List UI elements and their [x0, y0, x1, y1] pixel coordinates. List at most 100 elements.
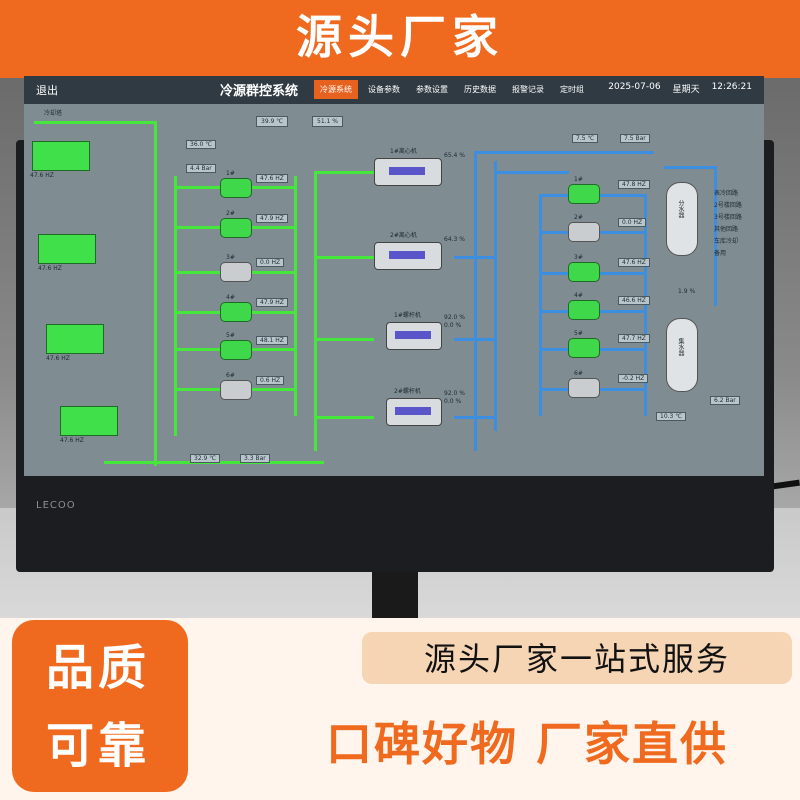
cooling-tower — [32, 141, 90, 171]
distributor-tank-label: 分水器 — [677, 200, 684, 218]
tab-history[interactable]: 历史数据 — [464, 85, 496, 94]
cooling-pump-4[interactable] — [220, 302, 252, 322]
cooling-pipe — [314, 256, 374, 259]
service-text: 源头厂家一站式服务 — [423, 640, 730, 678]
chiller-load-2: 0.0 % — [444, 398, 462, 405]
monitor-brand: LECOO — [36, 500, 76, 511]
centrifugal-chiller-2[interactable] — [374, 242, 442, 270]
chiller-coil — [395, 407, 431, 415]
pump-hz: 0.0 HZ — [256, 258, 285, 267]
collector-tank — [666, 318, 698, 392]
pump-name: 2# — [226, 210, 235, 217]
chilled-pipe — [539, 196, 542, 416]
system-title: 冷源群控系统 — [220, 84, 299, 99]
chilled-pump-3[interactable] — [568, 262, 600, 282]
cooling-pump-5[interactable] — [220, 340, 252, 360]
cooling-pipe — [314, 171, 374, 174]
chilled-pipe — [474, 151, 654, 154]
cooling-tower-label: 冷却塔 — [44, 110, 63, 117]
pump-name: 6# — [574, 370, 583, 377]
pump-name: 4# — [574, 292, 583, 299]
pump-hz: -0.2 HZ — [618, 374, 649, 383]
pump-name: 3# — [226, 254, 235, 261]
chilled-pump-4[interactable] — [568, 300, 600, 320]
chiller-name: 1#螺杆机 — [394, 312, 421, 319]
chilled-pipe — [494, 171, 569, 174]
tower-hz: 47.6 HZ — [60, 437, 84, 444]
chilled-pump-6[interactable] — [568, 378, 600, 398]
chiller-name: 1#离心机 — [390, 148, 417, 155]
hmi-tabs: 冷源系统 设备参数 参数设置 历史数据 报警记录 定时组 — [314, 80, 590, 99]
cooling-pump-6[interactable] — [220, 380, 252, 400]
chilled-pipe — [454, 256, 494, 259]
chilled-pipe — [474, 151, 477, 451]
pump-hz: 47.8 HZ — [618, 180, 650, 189]
bottom-right-pressure: 6.2 Bar — [710, 396, 740, 405]
chilled-pump-5[interactable] — [568, 338, 600, 358]
date: 2025-07-06 — [608, 82, 661, 92]
slogan: 口碑好物 厂家直供 — [325, 717, 728, 771]
pump-name: 2# — [574, 214, 583, 221]
hmi-topbar: 退出 冷源群控系统 冷源系统 设备参数 参数设置 历史数据 报警记录 定时组 2… — [24, 76, 764, 104]
chilled-pipe — [454, 416, 494, 419]
tab-cold-source[interactable]: 冷源系统 — [314, 80, 358, 99]
cooling-pipe — [34, 121, 154, 124]
cooling-pump-3[interactable] — [220, 262, 252, 282]
chilled-pipe — [454, 338, 494, 341]
tab-timer-groups[interactable]: 定时组 — [560, 85, 584, 94]
chilled-pump-2[interactable] — [568, 222, 600, 242]
badge-line-1: 品质 — [45, 640, 150, 696]
datetime: 2025-07-06 星期天 12:26:21 — [608, 82, 752, 95]
chiller-load: 92.0 % — [444, 390, 465, 397]
chilled-pump-1[interactable] — [568, 184, 600, 204]
cooling-pipe — [294, 176, 297, 416]
left-readout-pressure: 4.4 Bar — [186, 164, 216, 173]
loop-label: 2号楼回路 — [714, 202, 742, 209]
pump-name: 6# — [226, 372, 235, 379]
pump-name: 5# — [226, 332, 235, 339]
pump-name: 4# — [226, 294, 235, 301]
quality-badge — [12, 620, 188, 792]
monitor-stand — [372, 572, 418, 618]
chilled-pipe — [494, 161, 497, 431]
pump-hz: 47.9 HZ — [256, 298, 288, 307]
chilled-pipe — [644, 196, 647, 416]
cooling-tower — [46, 324, 104, 354]
pump-name: 3# — [574, 254, 583, 261]
cooling-pipe — [314, 416, 374, 419]
chiller-name: 2#螺杆机 — [394, 388, 421, 395]
loop-label: 备用 — [714, 250, 727, 257]
left-readout-temp: 36.0 ℃ — [186, 140, 217, 149]
top-banner: 源头厂家 — [0, 0, 800, 78]
pump-hz: 0.0 HZ — [618, 218, 647, 227]
pump-hz: 47.6 HZ — [618, 258, 650, 267]
cooling-pump-2[interactable] — [220, 218, 252, 238]
chiller-load: 64.3 % — [444, 236, 465, 243]
time: 12:26:21 — [711, 82, 752, 92]
pump-hz: 48.1 HZ — [256, 336, 288, 345]
chiller-coil — [389, 167, 425, 175]
tower-hz: 47.6 HZ — [30, 172, 54, 179]
chilled-pipe — [664, 166, 716, 169]
tab-param-settings[interactable]: 参数设置 — [416, 85, 448, 94]
tab-alarms[interactable]: 报警记录 — [512, 85, 544, 94]
hmi-screen: 退出 冷源群控系统 冷源系统 设备参数 参数设置 历史数据 报警记录 定时组 2… — [24, 76, 764, 476]
screw-chiller-1[interactable] — [386, 322, 442, 350]
weekday: 星期天 — [672, 85, 700, 95]
bottom-right-temp: 10.3 ℃ — [656, 412, 687, 421]
cooling-pipe — [314, 171, 317, 451]
exit-button[interactable]: 退出 — [36, 84, 58, 97]
loop-label: 其他回路 — [714, 226, 739, 233]
chilled-temp: 7.5 ℃ — [572, 134, 599, 143]
tower-hz: 47.6 HZ — [46, 355, 70, 362]
cooling-pump-1[interactable] — [220, 178, 252, 198]
chilled-pipe — [714, 166, 717, 306]
centrifugal-chiller-1[interactable] — [374, 158, 442, 186]
screw-chiller-2[interactable] — [386, 398, 442, 426]
banner-title: 源头厂家 — [296, 10, 504, 64]
pump-hz: 46.6 HZ — [618, 296, 650, 305]
tab-device-params[interactable]: 设备参数 — [368, 85, 400, 94]
pump-hz: 47.6 HZ — [256, 174, 288, 183]
pump-hz: 47.9 HZ — [256, 214, 288, 223]
cooling-tower — [60, 406, 118, 436]
